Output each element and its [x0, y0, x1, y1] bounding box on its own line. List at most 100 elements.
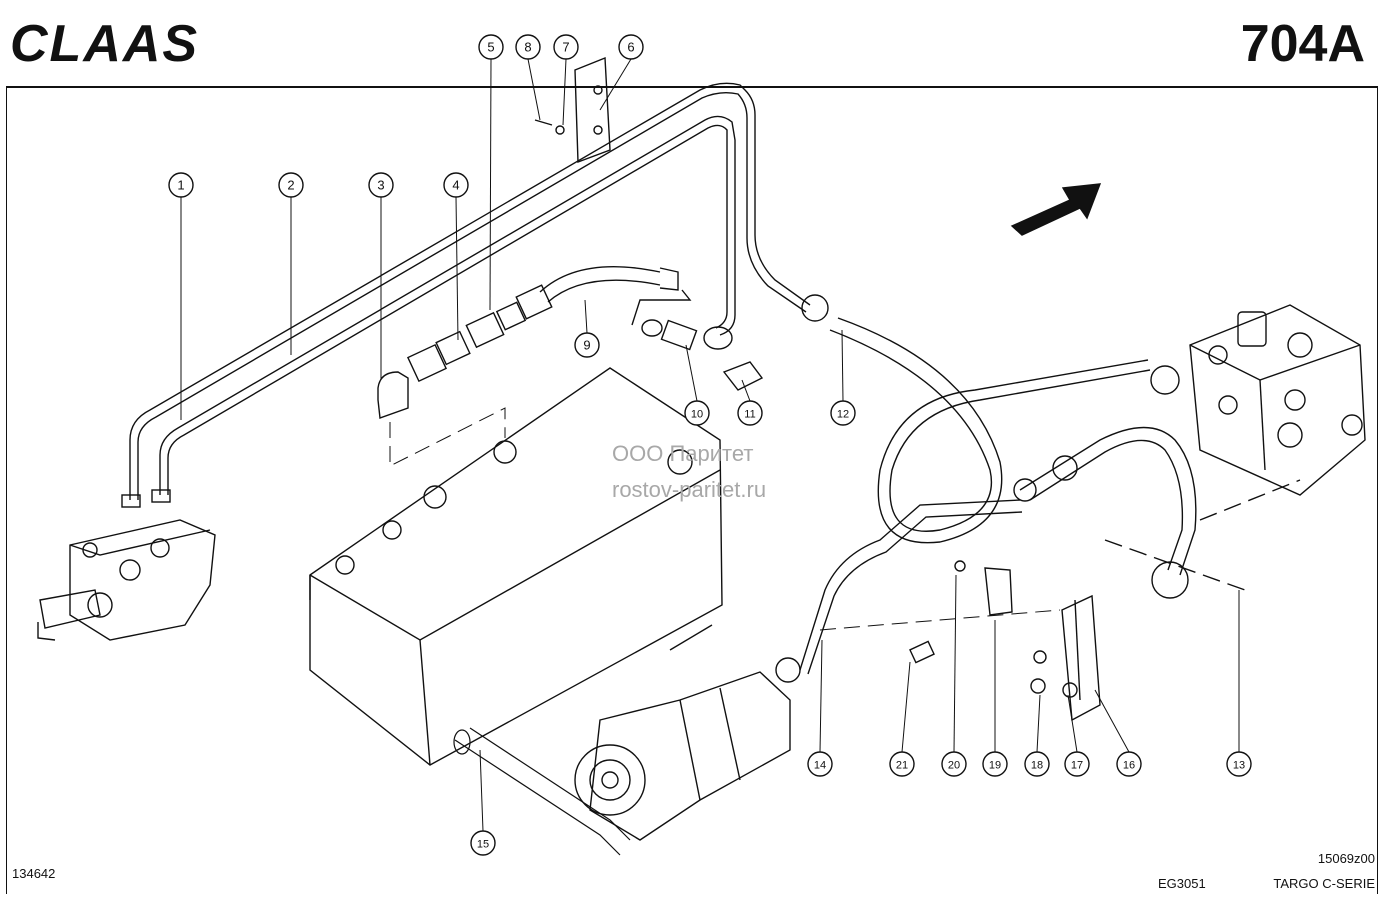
pipe-1 — [129, 82, 811, 500]
callout-4: 4 — [443, 172, 469, 198]
bracket-parts — [909, 479, 1301, 722]
callout-10: 10 — [684, 400, 710, 426]
callout-leader-16 — [1094, 689, 1130, 753]
watermark-company: ООО Паритет — [612, 441, 754, 466]
callout-circle — [889, 751, 915, 777]
callout-21: 21 — [889, 751, 915, 777]
high-pressure-hoses — [801, 294, 1197, 599]
callout-leader-6 — [599, 58, 632, 111]
callout-circle — [1116, 751, 1142, 777]
callout-circle — [618, 34, 644, 60]
callout-number: 17 — [1071, 760, 1083, 772]
callout-number: 20 — [948, 760, 960, 772]
callout-11: 11 — [737, 400, 763, 426]
callout-circle — [1064, 751, 1090, 777]
series-name: TARGO C-SERIE — [1273, 876, 1375, 891]
callout-circle — [737, 400, 763, 426]
callout-leader-14 — [819, 639, 823, 753]
brand-logo: CLAAS — [10, 15, 200, 73]
callout-leaders — [180, 58, 1240, 832]
doc-code: EG3051 — [1158, 876, 1206, 891]
callout-leader-4 — [455, 196, 459, 341]
direction-arrow-icon — [1010, 183, 1102, 236]
callout-16: 16 — [1116, 751, 1142, 777]
watermark-site: rostov-paritet.ru — [612, 477, 767, 502]
callout-19: 19 — [982, 751, 1008, 777]
callout-number: 10 — [691, 409, 703, 421]
drawing-number: 134642 — [12, 866, 56, 881]
callout-3: 3 — [368, 172, 394, 198]
revision-code: 15069z00 — [1317, 851, 1375, 866]
callout-number: 15 — [477, 839, 489, 851]
callout-circle — [168, 172, 194, 198]
hose-9 — [539, 265, 679, 303]
suction-hose — [453, 727, 631, 856]
callout-circle — [515, 34, 541, 60]
callout-leader-7 — [562, 58, 567, 126]
callout-number: 3 — [377, 178, 384, 193]
callout-8: 8 — [515, 34, 541, 60]
diagram-frame — [6, 86, 1378, 894]
callout-2: 2 — [278, 172, 304, 198]
fittings-right — [631, 289, 764, 391]
callout-circle — [478, 34, 504, 60]
pipe-clamp — [534, 56, 611, 163]
callout-leader-21 — [901, 661, 911, 753]
callout-leader-8 — [527, 58, 541, 121]
callout-17: 17 — [1064, 751, 1090, 777]
callout-12: 12 — [830, 400, 856, 426]
callout-leader-9 — [584, 299, 588, 334]
callout-6: 6 — [618, 34, 644, 60]
callout-number: 5 — [487, 40, 494, 55]
callout-circle — [941, 751, 967, 777]
callout-number: 12 — [837, 409, 849, 421]
callout-circle — [684, 400, 710, 426]
callout-number: 19 — [989, 760, 1001, 772]
callout-leader-5 — [489, 58, 492, 311]
callout-20: 20 — [941, 751, 967, 777]
callout-circle — [574, 332, 600, 358]
callout-7: 7 — [553, 34, 579, 60]
callout-number: 16 — [1123, 760, 1135, 772]
callout-circle — [830, 400, 856, 426]
callout-leader-17 — [1067, 694, 1078, 753]
callout-number: 4 — [452, 178, 459, 193]
priority-valve — [1189, 304, 1366, 496]
callout-18: 18 — [1024, 751, 1050, 777]
callout-circle — [368, 172, 394, 198]
callout-number: 1 — [177, 178, 184, 193]
callout-circle — [807, 751, 833, 777]
callout-circle — [1226, 751, 1252, 777]
callout-circle — [982, 751, 1008, 777]
callout-1: 1 — [168, 172, 194, 198]
hydraulic-tank — [309, 367, 723, 766]
callout-13: 13 — [1226, 751, 1252, 777]
assembly-lines — [389, 407, 1061, 631]
callout-leader-18 — [1036, 694, 1041, 753]
callout-leader-12 — [841, 329, 844, 402]
callout-15: 15 — [470, 830, 496, 856]
callout-5: 5 — [478, 34, 504, 60]
callout-14: 14 — [807, 751, 833, 777]
callout-number: 6 — [627, 40, 634, 55]
callout-circle — [1024, 751, 1050, 777]
callout-leader-10 — [685, 344, 698, 402]
callout-number: 2 — [287, 178, 294, 193]
callout-leader-11 — [741, 379, 751, 402]
control-valve — [37, 489, 216, 641]
hydraulic-pump — [574, 671, 791, 841]
fittings-left — [377, 284, 553, 419]
plate-number: 704A — [1240, 15, 1365, 73]
callout-leader-20 — [953, 574, 957, 753]
callout-number: 14 — [814, 760, 826, 772]
callout-number: 7 — [562, 40, 569, 55]
callout-number: 13 — [1233, 760, 1245, 772]
pressure-pipe-14 — [775, 499, 1023, 683]
callout-circle — [553, 34, 579, 60]
callout-number: 21 — [896, 760, 908, 772]
callout-leader-15 — [479, 749, 484, 832]
callout-number: 8 — [524, 40, 531, 55]
